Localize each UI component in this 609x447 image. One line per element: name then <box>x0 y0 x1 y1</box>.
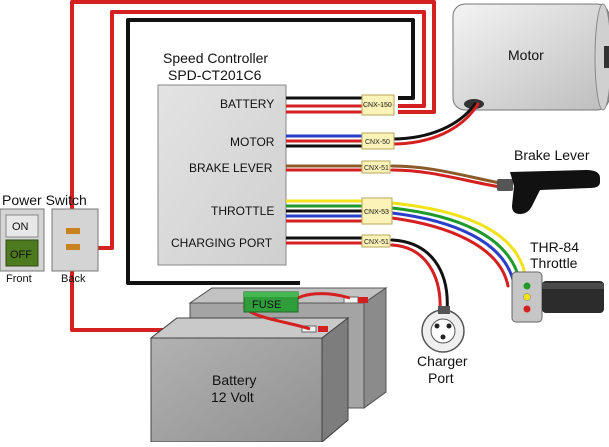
connector-motor-label: CNX-50 <box>365 139 390 146</box>
charger-port: Charger Port <box>417 306 468 386</box>
connector-charging: CNX-51 <box>361 234 391 248</box>
device-wires <box>390 102 528 314</box>
motor-label: Motor <box>508 47 544 63</box>
battery-pack: Battery 12 Volt FUSE <box>149 287 388 444</box>
connector-brake: CNX-51 <box>361 160 391 174</box>
speed-controller: Speed Controller SPD-CT201C6 BATTERY MOT… <box>157 50 287 266</box>
switch-back-label: Back <box>61 273 86 285</box>
connector-brake-label: CNX-51 <box>364 165 389 172</box>
connector-throttle-label: CNX-53 <box>364 209 389 216</box>
throttle-led-green <box>523 282 531 290</box>
controller-model: SPD-CT201C6 <box>168 67 262 83</box>
charger-label-line2: Port <box>428 370 454 386</box>
port-charging-label: CHARGING PORT <box>171 236 273 250</box>
power-switch: Power Switch ON OFF Front Back <box>0 192 99 285</box>
battery-label-line2: 12 Volt <box>211 389 254 405</box>
throttle-led-yellow <box>523 293 531 301</box>
port-throttle-label: THROTTLE <box>211 204 274 218</box>
motor: Motor <box>452 3 609 111</box>
fuse-label: FUSE <box>252 299 281 311</box>
power-switch-front: ON OFF Front <box>0 208 45 285</box>
connector-battery-label: CNX-150 <box>363 102 392 109</box>
brake-lever-label: Brake Lever <box>514 147 590 163</box>
controller-title: Speed Controller <box>163 50 268 66</box>
thr-throttle: THR-84 Throttle <box>511 239 604 323</box>
port-brake-label: BRAKE LEVER <box>189 161 273 175</box>
power-switch-title: Power Switch <box>2 192 87 208</box>
throttle-led-red <box>523 305 531 313</box>
connector-battery: CNX-150 <box>361 94 395 116</box>
fuse: FUSE <box>243 291 299 313</box>
controller-wires <box>286 96 362 245</box>
power-switch-back: Back <box>51 208 99 285</box>
connector-motor: CNX-50 <box>361 132 395 150</box>
throttle-model: THR-84 <box>530 239 579 255</box>
throttle-label: Throttle <box>530 255 578 271</box>
connector-charging-label: CNX-51 <box>364 239 389 246</box>
charger-label-line1: Charger <box>417 353 468 369</box>
port-battery-label: BATTERY <box>220 97 274 111</box>
battery-label-line1: Battery <box>212 372 256 388</box>
switch-front-label: Front <box>6 273 32 285</box>
switch-on-label: ON <box>12 221 29 233</box>
brake-lever: Brake Lever <box>497 147 600 214</box>
connector-throttle: CNX-53 <box>361 197 393 225</box>
switch-off-label: OFF <box>10 249 32 261</box>
port-motor-label: MOTOR <box>230 135 275 149</box>
